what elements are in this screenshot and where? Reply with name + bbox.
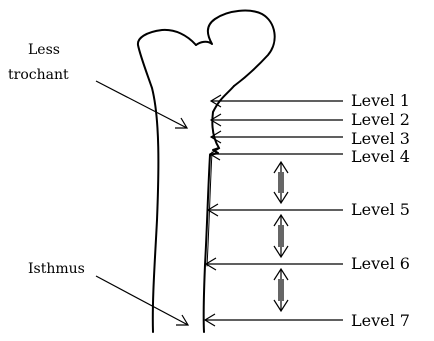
pointer-arrows bbox=[96, 81, 188, 325]
level-arrows bbox=[205, 95, 343, 326]
level-3-label: Level 3 bbox=[351, 129, 410, 148]
isthmus-label: Isthmus bbox=[28, 261, 85, 277]
spacing-arrow-6-7 bbox=[274, 269, 288, 311]
spacing-arrows bbox=[274, 162, 288, 311]
spacing-arrow-4-5 bbox=[274, 162, 288, 203]
less-trochant-pointer bbox=[96, 81, 187, 128]
level-7-arrow bbox=[205, 314, 343, 326]
isthmus-pointer bbox=[96, 276, 188, 325]
annotation-labels: Less trochant Isthmus bbox=[8, 42, 85, 277]
femoral-head bbox=[196, 11, 275, 86]
level-4-arrow bbox=[210, 148, 343, 160]
femur-lateral-edge bbox=[138, 30, 196, 332]
less-trochant-label-line1: Less bbox=[28, 42, 60, 58]
level-labels: Level 1 Level 2 Level 3 Level 4 Level 5 … bbox=[351, 91, 410, 330]
level-3-arrow bbox=[211, 131, 343, 143]
level-5-arrow bbox=[208, 204, 343, 216]
level-5-label: Level 5 bbox=[351, 200, 410, 219]
level-1-label: Level 1 bbox=[351, 91, 410, 110]
less-trochant-label-line2: trochant bbox=[8, 67, 69, 83]
level-4-label: Level 4 bbox=[351, 147, 410, 166]
level-1-arrow bbox=[211, 95, 343, 107]
spacing-arrow-5-6 bbox=[274, 215, 288, 257]
femur-outline bbox=[138, 11, 275, 332]
level-6-arrow bbox=[206, 258, 343, 270]
level-2-arrow bbox=[211, 114, 343, 126]
femur-medial-edge bbox=[204, 155, 210, 332]
level-6-label: Level 6 bbox=[351, 254, 410, 273]
level-7-label: Level 7 bbox=[351, 311, 410, 330]
level-2-label: Level 2 bbox=[351, 110, 410, 129]
